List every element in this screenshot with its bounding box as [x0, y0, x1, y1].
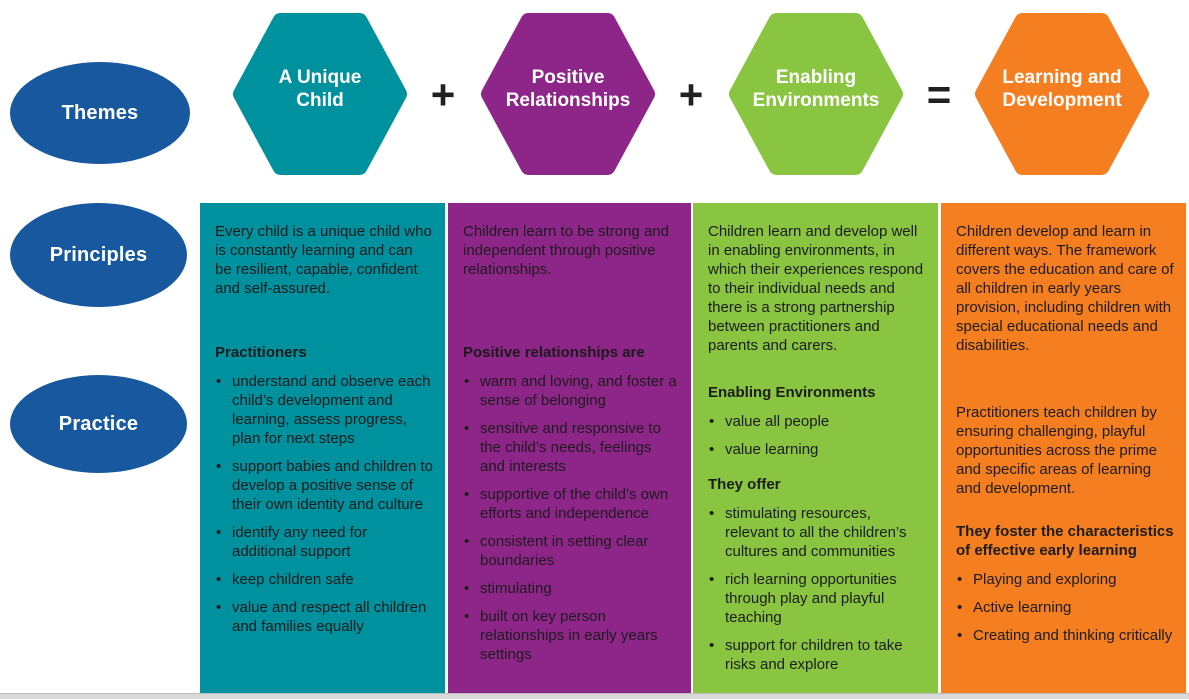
principle-text: Children develop and learn in different … [956, 223, 1174, 354]
principle-text: Every child is a unique child who is con… [215, 223, 432, 297]
baseline-divider [0, 693, 1189, 699]
principle-text: Children learn to be strong and independ… [463, 223, 669, 278]
bullet-item: sensitive and responsive to the child’s … [463, 419, 679, 476]
bullet-item: stimulating [463, 579, 679, 598]
principle-text: Children learn and develop well in enabl… [708, 223, 924, 354]
hexagon-label-line2: Child [296, 90, 344, 111]
bullet-item: Playing and exploring [956, 570, 1174, 589]
section-heading: Practitioners [215, 344, 307, 361]
bullet-item: keep children safe [215, 570, 433, 589]
practice-section: Positive relationships are warm and lovi… [463, 343, 679, 664]
bullet-list: value all people value learning [708, 412, 926, 459]
section-heading: They offer [708, 476, 781, 493]
hexagon-label-line1: Enabling [775, 67, 857, 88]
bullet-list: warm and loving, and foster a sense of b… [463, 372, 679, 664]
practice-section: They foster the characteristics of effec… [956, 522, 1174, 645]
practice-section: They offer stimulating resources, releva… [708, 475, 926, 674]
bullet-list: understand and observe each child’s deve… [215, 372, 433, 636]
hexagon-shape-icon [729, 13, 903, 175]
bullet-item: value and respect all children and famil… [215, 598, 433, 636]
plus-icon: + [678, 71, 704, 118]
bullet-item: value all people [708, 412, 926, 431]
equals-icon: = [926, 71, 952, 118]
hexagon-label: Positive Relationships [480, 13, 656, 175]
section-heading: Enabling Environments [708, 384, 876, 401]
hexagon-label-line2: Development [1002, 90, 1122, 111]
bullet-item: Creating and thinking critically [956, 626, 1174, 645]
hexagon-shape-icon [481, 13, 655, 175]
bullet-item: consistent in setting clear boundaries [463, 532, 679, 570]
practice-intro-text: Practitioners teach children by ensuring… [956, 404, 1157, 497]
practice-section: Enabling Environments value all people v… [708, 383, 926, 459]
hexagon-enabling-environments: Enabling Environments [728, 13, 904, 175]
bullet-item: rich learning opportunities through play… [708, 570, 926, 627]
bullet-item: support babies and children to develop a… [215, 457, 433, 514]
section-heading: Positive relationships are [463, 344, 645, 361]
oval-principles: Principles [10, 203, 187, 307]
column-enabling-environments: Children learn and develop well in enabl… [693, 203, 938, 693]
hexagon-a-unique-child: A Unique Child [232, 13, 408, 175]
oval-principles-label: Principles [49, 243, 148, 266]
oval-practice-label: Practice [58, 412, 139, 435]
bullet-item: supportive of the child’s own efforts an… [463, 485, 679, 523]
hexagon-positive-relationships: Positive Relationships [480, 13, 656, 175]
oval-practice: Practice [10, 375, 187, 473]
hexagon-label: A Unique Child [232, 13, 408, 175]
bullet-item: warm and loving, and foster a sense of b… [463, 372, 679, 410]
hexagon-shape-icon [975, 13, 1149, 175]
hexagon-label-line1: Learning and [1002, 67, 1122, 88]
oval-themes: Themes [10, 62, 190, 164]
section-heading: They foster the characteristics of effec… [956, 523, 1174, 559]
hexagon-learning-and-development: Learning and Development [974, 13, 1150, 175]
hexagon-label: Learning and Development [974, 13, 1150, 175]
column-learning-and-development: Children develop and learn in different … [941, 203, 1186, 693]
hexagon-shape-icon [233, 13, 407, 175]
plus-icon: + [430, 71, 456, 118]
column-a-unique-child: Every child is a unique child who is con… [200, 203, 445, 693]
bullet-item: understand and observe each child’s deve… [215, 372, 433, 448]
column-positive-relationships: Children learn to be strong and independ… [448, 203, 691, 693]
hexagon-label: Enabling Environments [728, 13, 904, 175]
bullet-item: Active learning [956, 598, 1174, 617]
practice-section: Practitioners understand and observe eac… [215, 343, 433, 636]
bullet-item: identify any need for additional support [215, 523, 433, 561]
oval-themes-label: Themes [61, 101, 139, 124]
bullet-item: value learning [708, 440, 926, 459]
hexagon-label-line1: A Unique [278, 67, 362, 88]
bullet-list: Playing and exploring Active learning Cr… [956, 570, 1174, 645]
bullet-list: stimulating resources, relevant to all t… [708, 504, 926, 674]
bullet-item: stimulating resources, relevant to all t… [708, 504, 926, 561]
hexagon-label-line2: Environments [752, 90, 880, 111]
hexagon-label-line2: Relationships [505, 90, 631, 111]
bullet-item: built on key person relationships in ear… [463, 607, 679, 664]
bullet-item: support for children to take risks and e… [708, 636, 926, 674]
hexagon-label-line1: Positive [531, 67, 605, 88]
